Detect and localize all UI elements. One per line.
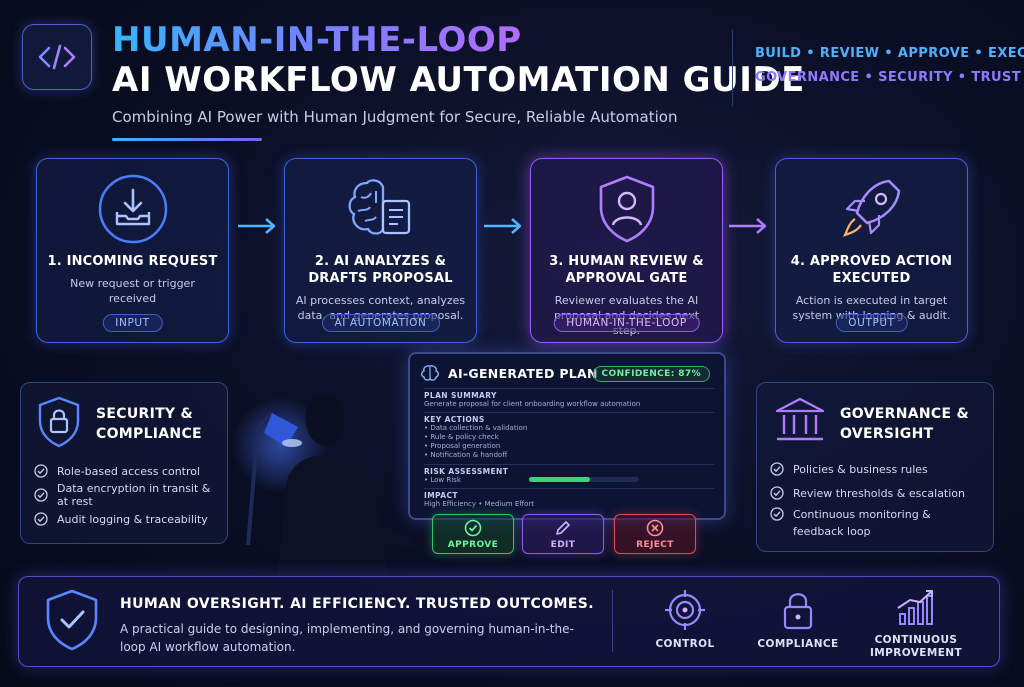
banner-divider — [612, 590, 613, 652]
target-icon — [665, 590, 705, 630]
lock-icon — [783, 593, 813, 630]
key-actions-section: KEY ACTIONS • Data collection & validati… — [424, 412, 714, 460]
security-item: Audit logging & traceability — [34, 507, 224, 531]
check-circle-icon — [34, 464, 48, 478]
ai-plan-monitor: AI-GENERATED PLAN CONFIDENCE: 87% PLAN S… — [408, 352, 726, 520]
tags-line-1: BUILD • REVIEW • APPROVE • EXECUTE — [755, 46, 1024, 61]
plan-summary-section: PLAN SUMMARY Generate proposal for clien… — [424, 388, 714, 409]
step-card-ai-analyzes: 2. AI ANALYZES &DRAFTS PROPOSAL AI proce… — [284, 158, 477, 343]
security-item: Role-based access control — [34, 459, 224, 483]
governance-title: GOVERNANCE &OVERSIGHT — [840, 406, 969, 442]
arrow-right-icon — [484, 218, 522, 234]
reject-button[interactable]: REJECT — [614, 514, 696, 554]
governance-item: Continuous monitoring & — [770, 505, 990, 523]
step-tag-ai-automation: AI AUTOMATION — [321, 314, 440, 332]
check-circle-icon — [34, 488, 48, 502]
bottom-banner — [18, 576, 1000, 667]
banner-title: HUMAN OVERSIGHT. AI EFFICIENCY. TRUSTED … — [120, 596, 595, 612]
pencil-icon — [556, 520, 570, 535]
security-compliance-panel — [20, 382, 228, 544]
subtitle: Combining AI Power with Human Judgment f… — [112, 108, 678, 126]
subtitle-underline — [112, 138, 262, 141]
brain-document-icon — [347, 179, 410, 235]
tags-line-2: GOVERNANCE • SECURITY • TRUST — [755, 70, 1022, 85]
x-circle-icon — [646, 519, 664, 536]
plan-title: AI-GENERATED PLAN — [448, 365, 598, 381]
approve-button[interactable]: APPROVE — [432, 514, 514, 554]
brain-icon — [421, 365, 439, 381]
growth-chart-icon — [897, 590, 933, 625]
step-tag-human-in-the-loop: HUMAN-IN-THE-LOOP — [553, 314, 700, 332]
check-circle-icon — [34, 512, 48, 526]
check-circle-icon — [770, 462, 784, 476]
code-icon — [38, 44, 76, 70]
step-tag-input: INPUT — [102, 314, 163, 332]
step-title: 1. INCOMING REQUEST — [47, 254, 218, 269]
institution-icon — [775, 397, 825, 441]
shield-check-icon — [46, 589, 98, 651]
security-title: SECURITY &COMPLIANCE — [96, 406, 202, 442]
step-card-human-review: 3. HUMAN REVIEW &APPROVAL GATE Reviewer … — [530, 158, 723, 343]
security-item: Data encryption in transit & at rest — [34, 482, 224, 508]
banner-item-control: CONTROL — [630, 588, 740, 651]
check-circle-icon — [770, 486, 784, 500]
risk-assessment-section: RISK ASSESSMENT • Low Risk — [424, 464, 714, 485]
step-title: 3. HUMAN REVIEW &APPROVAL GATE — [549, 254, 704, 286]
title-line-1: HUMAN-IN-THE-LOOP — [112, 20, 522, 60]
check-circle-icon — [464, 519, 482, 536]
risk-bar-fill — [529, 477, 590, 482]
arrow-right-icon — [729, 218, 767, 234]
rocket-icon — [842, 179, 900, 237]
check-circle-icon — [770, 507, 784, 521]
reviewer-illustration — [232, 395, 414, 575]
arrow-right-icon — [238, 218, 276, 234]
impact-section: IMPACT High Efficiency • Medium Effort — [424, 488, 714, 509]
risk-bar — [529, 477, 639, 482]
title-line-2: AI WORKFLOW AUTOMATION GUIDE — [112, 60, 805, 100]
shield-user-icon — [599, 175, 654, 243]
step-tag-output: OUTPUT — [835, 314, 908, 332]
inbox-download-icon — [98, 174, 167, 244]
banner-item-compliance: COMPLIANCE — [743, 588, 853, 651]
header-divider — [732, 30, 733, 106]
banner-text: A practical guide to designing, implemen… — [120, 622, 574, 654]
governance-item-continued: feedback loop — [793, 524, 871, 538]
governance-item: Policies & business rules — [770, 457, 990, 481]
confidence-badge: CONFIDENCE: 87% — [592, 366, 710, 382]
edit-button[interactable]: EDIT — [522, 514, 604, 554]
governance-item: Review thresholds & escalation — [770, 481, 990, 505]
shield-lock-icon — [38, 396, 80, 448]
step-title: 2. AI ANALYZES &DRAFTS PROPOSAL — [308, 254, 453, 286]
code-logo — [22, 24, 92, 90]
step-card-incoming-request: 1. INCOMING REQUEST New request or trigg… — [36, 158, 229, 343]
